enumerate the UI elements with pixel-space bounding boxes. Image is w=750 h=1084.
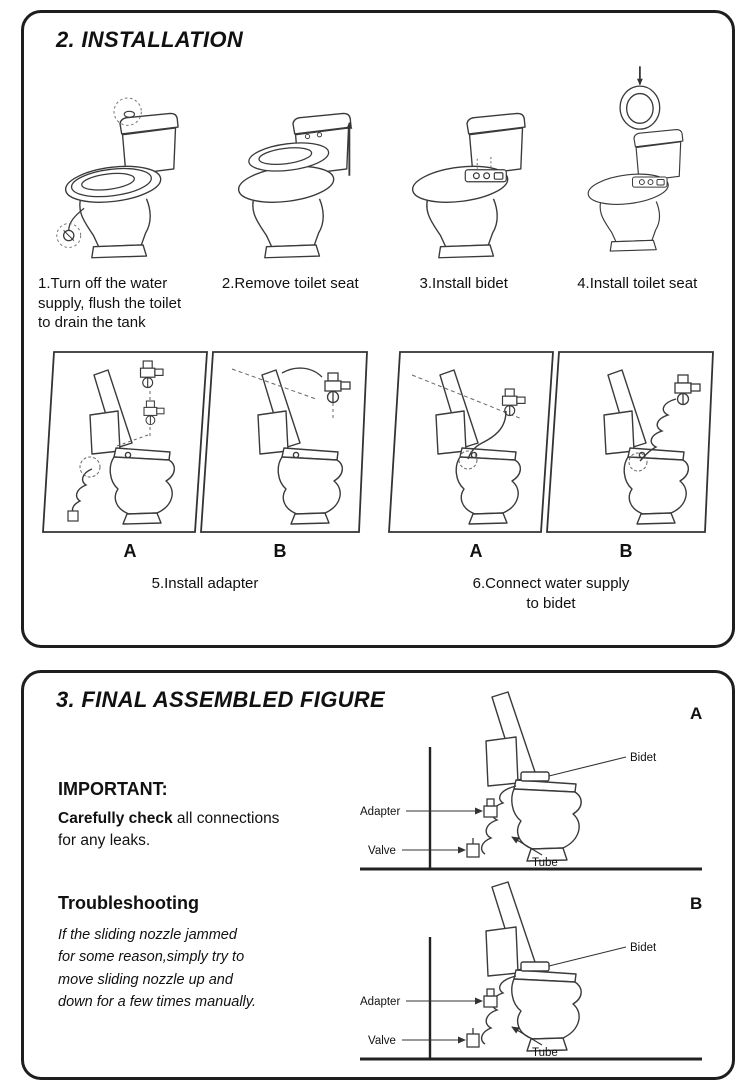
step-4-caption: 4.Install toilet seat [577, 275, 698, 292]
bidet-label: Bidet [630, 942, 657, 954]
tube-label: Tube [532, 857, 558, 869]
installation-section: 2. INSTALLATION 1.Turn off the wat [21, 10, 735, 648]
important-block: IMPORTANT: Carefully check all connectio… [58, 779, 324, 853]
step-5-panel-a-label: A [123, 541, 137, 561]
install-adapter-illustration [42, 351, 368, 533]
troubleshooting-heading: Troubleshooting [58, 893, 199, 913]
valve-label: Valve [368, 1035, 396, 1047]
troubleshooting-text: If the sliding nozzle jammed for some re… [58, 927, 256, 1011]
install-toilet-seat-illustration [586, 66, 684, 252]
remove-toilet-seat-illustration [236, 112, 353, 259]
bidet-label: Bidet [630, 752, 657, 764]
figure-a-letter: A [690, 704, 702, 723]
important-text-bold: Carefully check [58, 810, 173, 827]
installation-step-5: A B 5.Install adapter [40, 349, 370, 615]
installation-substeps: A B 5.Install adapter [40, 349, 716, 615]
important-text: Carefully check all connections for any … [58, 808, 324, 853]
adapter-label: Adapter [360, 996, 400, 1008]
figure-b-letter: B [690, 894, 702, 913]
installation-step-2: 2.Remove toilet seat [204, 63, 378, 294]
connect-water-supply-illustration [388, 351, 714, 533]
step-6-panel-a-label: A [469, 541, 483, 561]
step-5-panel-labels: A B [55, 541, 355, 562]
installation-step-3: 3.Install bidet [377, 63, 551, 294]
installation-step-1: 1.Turn off the water supply, flush the t… [30, 63, 204, 333]
important-heading: IMPORTANT: [58, 779, 168, 799]
installation-step-4: 4.Install toilet seat [551, 63, 725, 294]
assembled-figure-b: Bidet Adapter Valve Tube B [340, 879, 715, 1069]
assembled-figure-a: Bidet Adapter Valve Tube A [340, 689, 715, 879]
step-1-caption: 1.Turn off the water supply, flush the t… [38, 275, 182, 331]
step-6-panel-b-label: B [619, 541, 633, 561]
troubleshooting-block: Troubleshooting If the sliding nozzle ja… [58, 893, 332, 1014]
step-2-caption: 2.Remove toilet seat [221, 275, 359, 292]
adapter-label: Adapter [360, 806, 400, 818]
turn-off-water-illustration [56, 97, 179, 259]
final-title: 3. FINAL ASSEMBLED FIGURE [56, 687, 385, 712]
valve-label: Valve [368, 845, 396, 857]
step-3-caption: 3.Install bidet [419, 275, 508, 292]
tube-label: Tube [532, 1047, 558, 1059]
final-section: 3. FINAL ASSEMBLED FIGURE IMPORTANT: Car… [21, 670, 735, 1080]
install-bidet-illustration [409, 112, 526, 259]
installation-step-6: A B 6.Connect water supply to bidet [386, 349, 716, 615]
installation-steps: 1.Turn off the water supply, flush the t… [30, 63, 724, 333]
step-5-caption: 5.Install adapter [151, 575, 259, 592]
installation-title: 2. INSTALLATION [56, 27, 244, 52]
step-6-caption: 6.Connect water supply to bidet [472, 575, 630, 613]
step-5-panel-b-label: B [273, 541, 287, 561]
step-6-panel-labels: A B [401, 541, 701, 562]
important-text-rest: all connections for any leaks. [58, 810, 280, 850]
